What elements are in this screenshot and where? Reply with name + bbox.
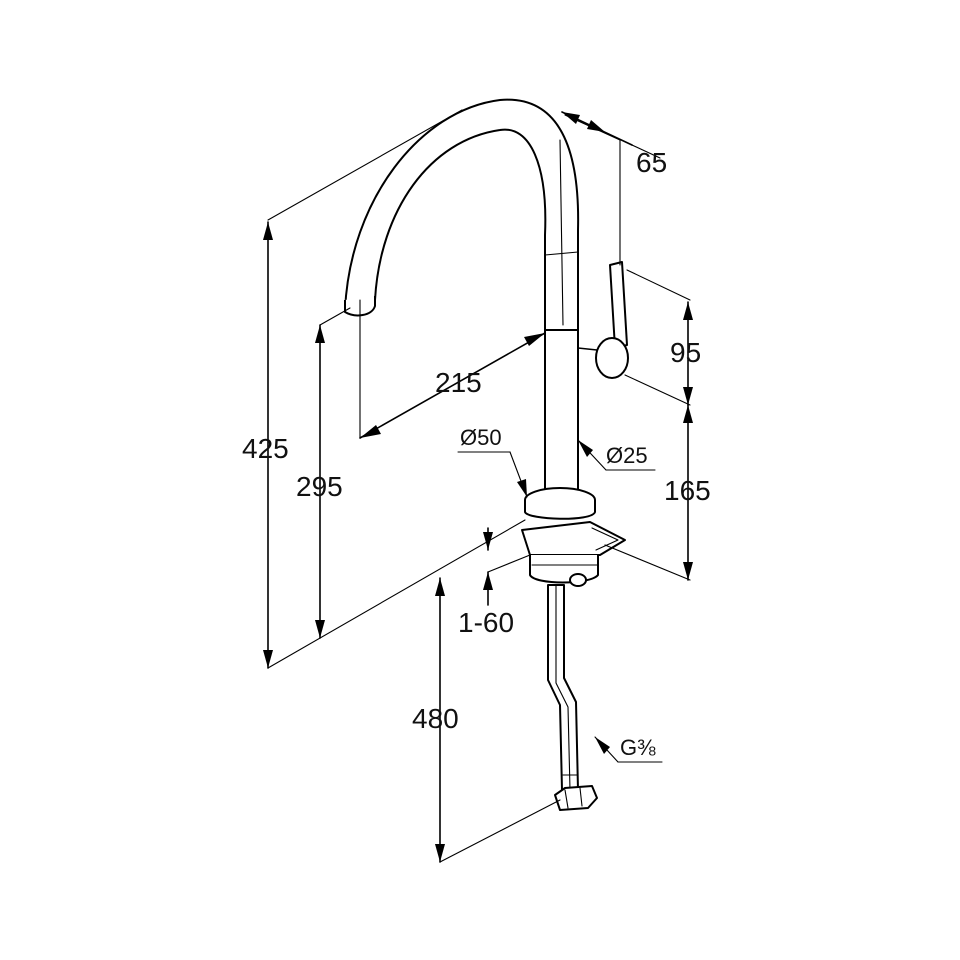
label-480: 480 bbox=[412, 703, 459, 734]
arrowhead bbox=[683, 387, 693, 405]
arrowhead bbox=[263, 222, 273, 240]
label-215: 215 bbox=[435, 367, 482, 398]
supply-hose bbox=[547, 584, 579, 791]
arrowhead bbox=[562, 112, 580, 124]
lever-hub bbox=[595, 337, 629, 379]
arrowhead bbox=[595, 737, 610, 754]
hose-end-fitting bbox=[554, 785, 598, 811]
arrowhead bbox=[315, 620, 325, 638]
label-dia50: Ø50 bbox=[460, 425, 502, 450]
fixing-screw bbox=[569, 573, 587, 587]
dimension-labels: 425 295 215 65 95 165 1-60 480 Ø50 Ø25 G… bbox=[242, 147, 711, 760]
lever-connector bbox=[577, 347, 598, 351]
arrowhead bbox=[483, 572, 493, 590]
main-column bbox=[544, 329, 579, 493]
arrowhead bbox=[315, 325, 325, 343]
arrowhead bbox=[263, 650, 273, 668]
arrowhead bbox=[683, 405, 693, 423]
mounting-plate-cut bbox=[591, 527, 619, 551]
arrowhead bbox=[587, 120, 605, 132]
arrowhead bbox=[435, 578, 445, 596]
arrowhead bbox=[683, 302, 693, 320]
label-65: 65 bbox=[636, 147, 667, 178]
extension-lines bbox=[267, 109, 691, 863]
fitting-edge bbox=[564, 789, 569, 809]
base-ring bbox=[524, 500, 596, 520]
arrowhead bbox=[483, 532, 493, 550]
spout-arc bbox=[344, 98, 580, 339]
arrowhead bbox=[524, 333, 545, 346]
arrowhead bbox=[578, 440, 593, 457]
arrowhead bbox=[360, 425, 381, 438]
faucet-body bbox=[344, 98, 629, 811]
label-dia25: Ø25 bbox=[606, 443, 648, 468]
fixing-nut bbox=[529, 555, 599, 584]
label-295: 295 bbox=[296, 471, 343, 502]
hose-divider bbox=[555, 584, 571, 791]
label-1-60: 1-60 bbox=[458, 607, 514, 638]
dimension-lines bbox=[263, 111, 693, 863]
dim-line-215 bbox=[359, 332, 546, 439]
label-165: 165 bbox=[664, 475, 711, 506]
mounting-plate bbox=[521, 521, 626, 556]
lever-handle bbox=[609, 261, 628, 349]
arrowhead bbox=[517, 479, 527, 497]
label-95: 95 bbox=[670, 337, 701, 368]
arrowhead bbox=[435, 844, 445, 862]
label-thread: G⅜ bbox=[620, 735, 656, 760]
spout-centerline bbox=[559, 139, 564, 326]
fitting-edge bbox=[579, 787, 583, 807]
arrowhead bbox=[683, 562, 693, 580]
label-425: 425 bbox=[242, 433, 289, 464]
